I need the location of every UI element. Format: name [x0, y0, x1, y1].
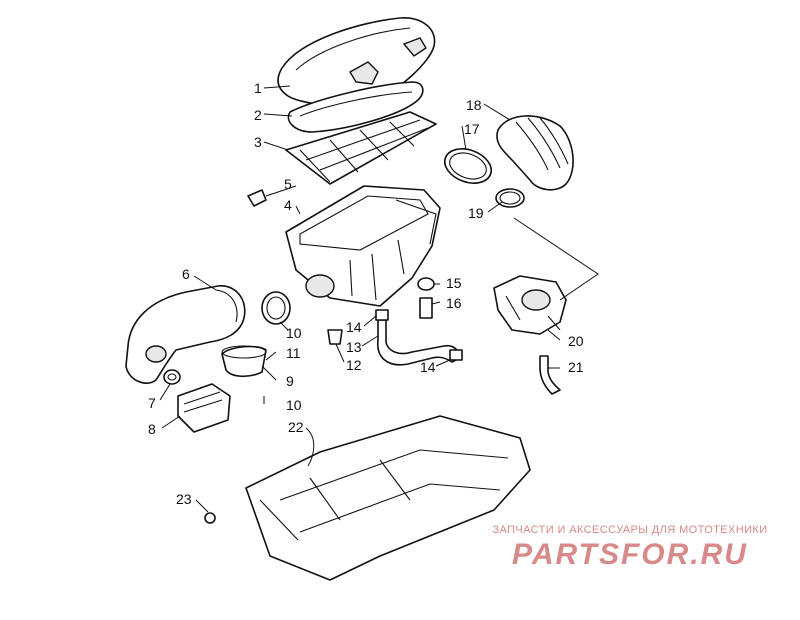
- watermark-brand: PARTSFOR.RU: [512, 538, 748, 571]
- part-hose-clamp: [375, 309, 463, 361]
- callout-1: 1: [254, 80, 262, 96]
- part-skid-plate: [245, 415, 531, 581]
- callout-5: 5: [284, 176, 292, 192]
- part-boot-clamp: [495, 188, 525, 208]
- part-filter-element: [287, 81, 424, 133]
- callout-23: 23: [176, 491, 192, 507]
- callout-8: 8: [148, 421, 156, 437]
- callout-12: 12: [346, 357, 362, 373]
- callout-21: 21: [568, 359, 584, 375]
- part-drain-hose: [377, 319, 460, 366]
- callout-10-lower: 10: [286, 397, 302, 413]
- part-plug: [419, 297, 433, 319]
- callout-3: 3: [254, 134, 262, 150]
- part-clamp: [261, 291, 291, 325]
- callout-14: 14: [346, 319, 362, 335]
- callout-2: 2: [254, 107, 262, 123]
- callout-4: 4: [284, 197, 292, 213]
- part-carburetor: [493, 275, 567, 335]
- part-grommet: [163, 369, 181, 385]
- callout-16: 16: [446, 295, 462, 311]
- callout-18: 18: [466, 97, 482, 113]
- part-air-box: [285, 185, 441, 307]
- part-cap: [417, 277, 435, 291]
- part-carburetor-boot: [496, 115, 574, 191]
- part-clip: [247, 189, 267, 207]
- callout-15: 15: [446, 275, 462, 291]
- callout-7: 7: [148, 395, 156, 411]
- callout-14-lower: 14: [420, 359, 436, 375]
- part-vent-hose: [539, 355, 561, 395]
- part-pre-filter: [177, 383, 231, 433]
- callout-11: 11: [286, 345, 301, 361]
- callout-labels: 1 2 3 5 4 6 7 8 9 10 10 11 12 13 14 14 1…: [148, 80, 584, 507]
- watermark: ЗАПЧАСТИ И АКСЕССУАРЫ ДЛЯ МОТОТЕХНИКИ PA…: [470, 524, 790, 572]
- callout-6: 6: [182, 266, 190, 282]
- part-intake-duct: [125, 285, 246, 384]
- callout-13: 13: [346, 339, 362, 355]
- part-adapter-boot: [221, 345, 267, 378]
- part-fitting: [327, 329, 343, 345]
- callout-10: 10: [286, 325, 302, 341]
- part-filter-screen: [285, 111, 437, 185]
- part-clamp-ring: [443, 148, 493, 184]
- part-screw: [204, 512, 216, 524]
- callout-9: 9: [286, 373, 294, 389]
- callout-17: 17: [464, 121, 480, 137]
- callout-22: 22: [288, 419, 304, 435]
- leader-lines: [159, 85, 599, 513]
- callout-20: 20: [568, 333, 584, 349]
- watermark-subtitle: ЗАПЧАСТИ И АКСЕССУАРЫ ДЛЯ МОТОТЕХНИКИ: [492, 524, 768, 536]
- callout-19: 19: [468, 205, 484, 221]
